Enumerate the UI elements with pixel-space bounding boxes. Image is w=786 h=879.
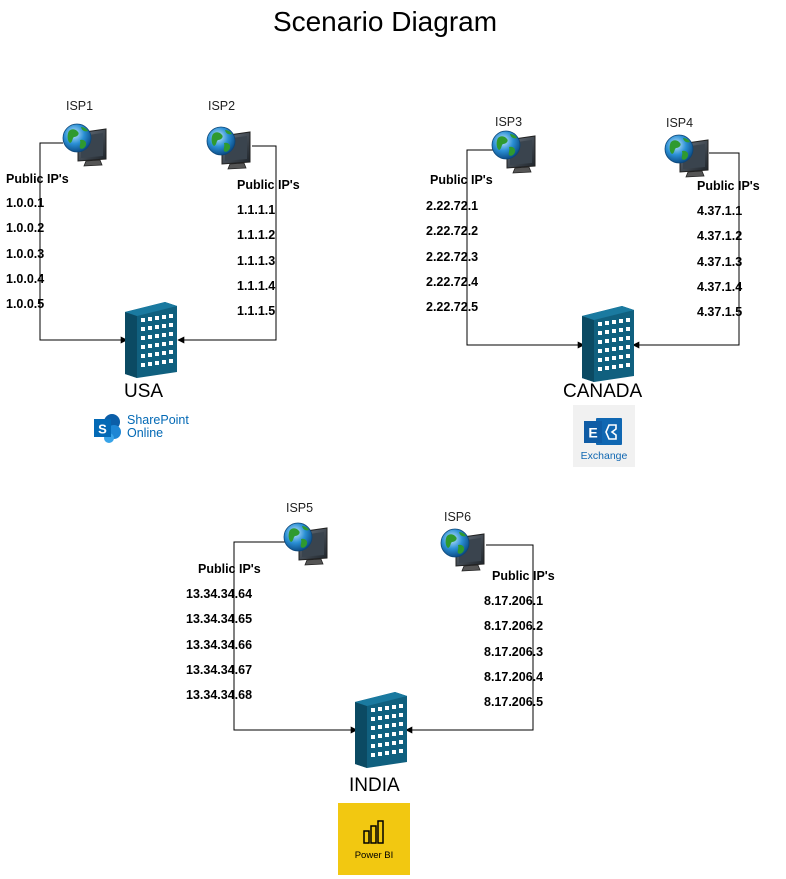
canada-site-label: CANADA — [563, 381, 643, 402]
isp5-ip-list: 13.34.34.64 13.34.34.65 13.34.34.66 13.3… — [186, 582, 252, 708]
ip-address: 1.1.1.2 — [237, 228, 276, 243]
isp1-ip-list: 1.0.0.1 1.0.0.2 1.0.0.3 1.0.0.4 1.0.0.5 — [6, 191, 44, 317]
powerbi-logo: Power BI — [338, 803, 410, 875]
connector-isp1-usa — [39, 142, 128, 344]
sharepoint-logo-line1: SharePoint — [127, 413, 189, 427]
isp2-network-computer-icon — [206, 126, 251, 170]
ip-address: 8.17.206.5 — [484, 695, 544, 710]
ip-address: 1.0.0.3 — [6, 246, 45, 261]
usa-datacenter-building-icon — [125, 302, 177, 378]
ip-address: 8.17.206.4 — [484, 669, 544, 684]
sharepoint-logo-text: SharePoint Online — [127, 414, 189, 440]
powerbi-logo-text: Power BI — [354, 850, 394, 861]
isp2-public-ip-heading: Public IP's — [237, 178, 300, 192]
ip-address: 2.22.72.3 — [426, 249, 479, 264]
ip-address: 1.0.0.4 — [6, 271, 45, 286]
isp4-label: ISP4 — [666, 116, 694, 130]
ip-address: 8.17.206.2 — [484, 619, 544, 634]
isp3-ip-list: 2.22.72.1 2.22.72.2 2.22.72.3 2.22.72.4 … — [426, 194, 478, 320]
exchange-logo: E Exchange — [573, 405, 635, 467]
ip-address: 1.0.0.5 — [6, 297, 45, 312]
isp1-network-computer-icon — [62, 123, 107, 167]
ip-address: 8.17.206.3 — [484, 644, 544, 659]
ip-address: 1.0.0.2 — [6, 221, 45, 236]
connector-isp4-canada — [632, 152, 740, 349]
ip-address: 2.22.72.5 — [426, 300, 479, 315]
ip-address: 4.37.1.2 — [697, 229, 743, 244]
ip-address: 2.22.72.4 — [426, 274, 479, 289]
ip-address: 1.1.1.1 — [237, 203, 276, 217]
powerbi-icon — [363, 820, 384, 844]
ip-address: 13.34.34.68 — [186, 688, 253, 703]
ip-address: 4.37.1.5 — [697, 305, 743, 320]
isp2-ip-list: 1.1.1.1 1.1.1.2 1.1.1.3 1.1.1.4 1.1.1.5 — [237, 198, 275, 324]
isp1-label: ISP1 — [66, 99, 94, 113]
ip-address: 4.37.1.1 — [697, 204, 743, 218]
connector-isp5-india — [233, 541, 358, 734]
usa-site-label: USA — [124, 381, 164, 402]
svg-text:E: E — [588, 425, 597, 441]
isp6-public-ip-heading: Public IP's — [492, 569, 555, 583]
ip-address: 13.34.34.67 — [186, 662, 253, 677]
exchange-logo-text: Exchange — [580, 450, 628, 462]
isp5-public-ip-heading: Public IP's — [198, 562, 261, 576]
isp2-label: ISP2 — [208, 99, 236, 113]
isp1-public-ip-heading: Public IP's — [6, 172, 69, 186]
isp4-public-ip-heading: Public IP's — [697, 179, 760, 193]
india-datacenter-building-icon — [355, 692, 407, 768]
isp3-network-computer-icon — [491, 130, 536, 174]
ip-address: 2.22.72.2 — [426, 224, 479, 239]
isp5-network-computer-icon — [283, 522, 328, 566]
ip-address: 1.1.1.3 — [237, 253, 276, 268]
ip-address: 1.0.0.1 — [6, 196, 45, 210]
india-site-label: INDIA — [349, 775, 400, 796]
ip-address: 1.1.1.5 — [237, 304, 276, 319]
ip-address: 13.34.34.64 — [186, 587, 253, 601]
isp4-ip-list: 4.37.1.1 4.37.1.2 4.37.1.3 4.37.1.4 4.37… — [697, 199, 742, 325]
isp4-network-computer-icon — [664, 134, 709, 178]
isp3-label: ISP3 — [495, 115, 523, 129]
svg-text:S: S — [98, 422, 107, 437]
isp6-network-computer-icon — [440, 528, 485, 572]
connector-isp2-usa — [177, 145, 277, 344]
sharepoint-logo-line2: Online — [127, 426, 164, 440]
canada-datacenter-building-icon — [582, 306, 634, 382]
ip-address: 13.34.34.66 — [186, 637, 253, 652]
exchange-icon: E — [584, 418, 622, 445]
ip-address: 4.37.1.4 — [697, 279, 743, 294]
connector-isp3-canada — [466, 149, 585, 349]
ip-address: 2.22.72.1 — [426, 199, 479, 213]
sharepoint-online-logo: S SharePoint Online — [93, 412, 203, 444]
isp5-label: ISP5 — [286, 501, 314, 515]
isp3-public-ip-heading: Public IP's — [430, 173, 493, 187]
ip-address: 1.1.1.4 — [237, 278, 276, 293]
diagram-title: Scenario Diagram — [272, 6, 498, 37]
isp6-label: ISP6 — [444, 510, 472, 524]
ip-address: 8.17.206.1 — [484, 594, 544, 608]
isp6-ip-list: 8.17.206.1 8.17.206.2 8.17.206.3 8.17.20… — [484, 589, 543, 715]
connector-isp6-india — [405, 544, 534, 734]
sharepoint-icon: S — [94, 414, 121, 443]
ip-address: 13.34.34.65 — [186, 612, 253, 627]
ip-address: 4.37.1.3 — [697, 254, 743, 269]
